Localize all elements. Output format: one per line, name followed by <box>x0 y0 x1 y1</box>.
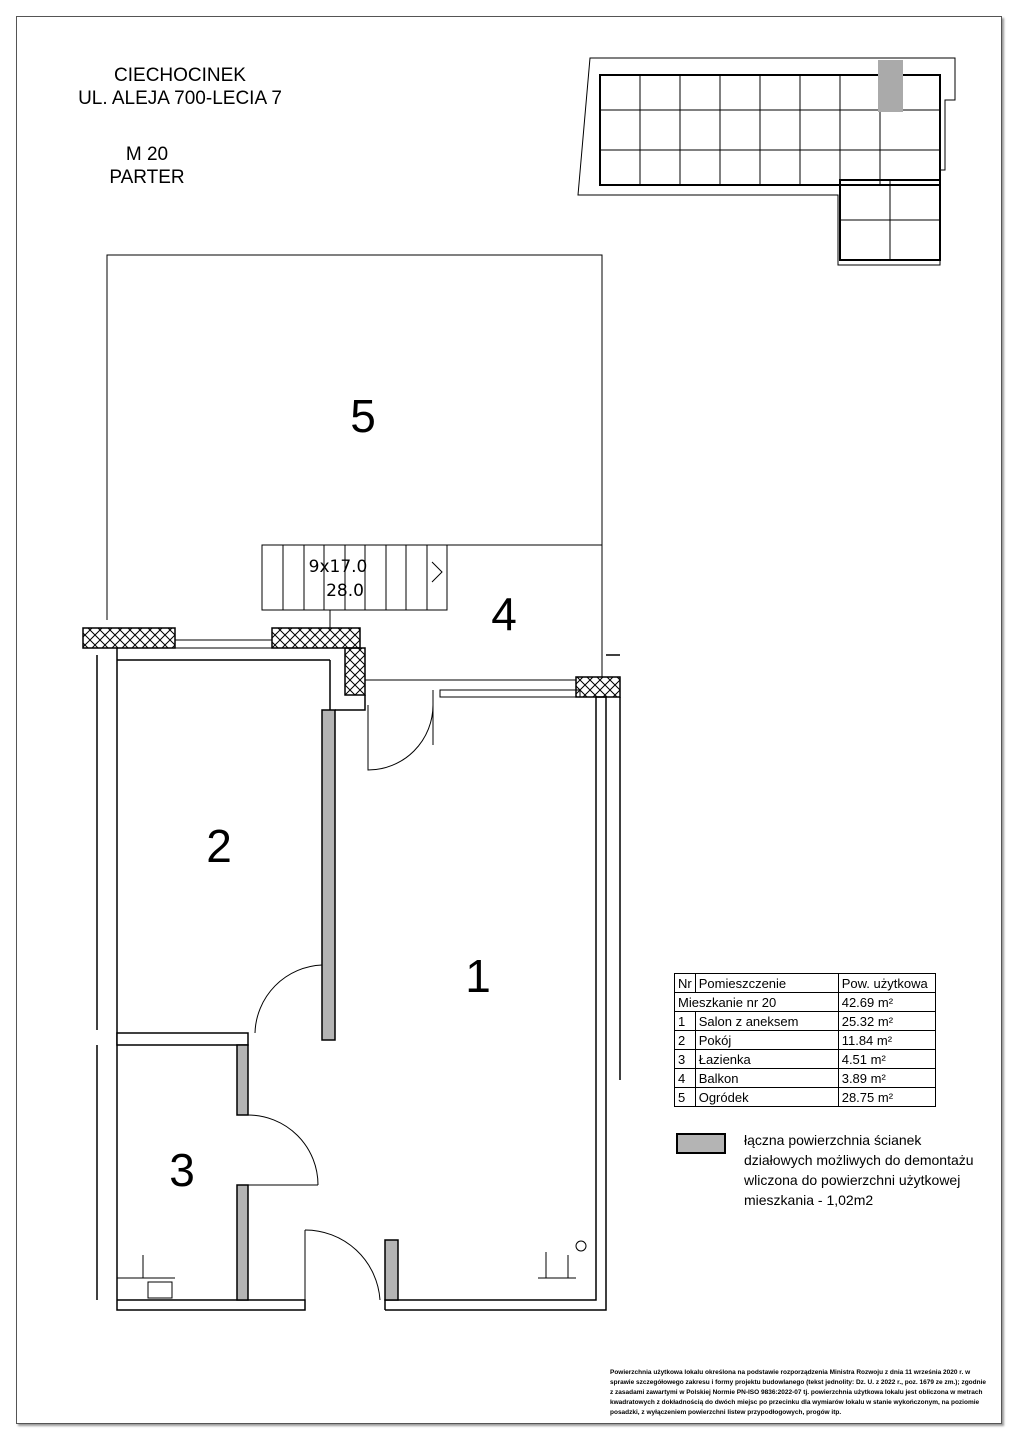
area-table: Nr Pomieszczenie Pow. użytkowa Mieszkani… <box>674 973 936 1107</box>
doors <box>247 690 434 1301</box>
unit-block: M 20 PARTER <box>92 143 202 189</box>
street: UL. ALEJA 700-LECIA 7 <box>78 88 282 109</box>
table-header: Nr Pomieszczenie Pow. użytkowa <box>674 973 936 993</box>
row-name: Pokój <box>694 1030 839 1050</box>
city: CIECHOCINEK <box>114 65 246 86</box>
header-nr: Nr <box>674 973 696 993</box>
footnote: Powierzchnia użytkowa lokalu określona n… <box>610 1369 986 1416</box>
table-total-row: Mieszkanie nr 20 42.69 m² <box>674 992 936 1012</box>
total-area: 42.69 m² <box>837 992 936 1012</box>
row-area: 28.75 m² <box>837 1087 936 1107</box>
row-nr: 4 <box>674 1068 696 1088</box>
page-frame <box>16 16 1002 1424</box>
header-room: Pomieszczenie <box>694 973 839 993</box>
legend-swatch <box>676 1133 726 1154</box>
building-key-plan <box>577 57 956 266</box>
fixtures <box>117 1240 587 1299</box>
row-area: 11.84 m² <box>837 1030 936 1050</box>
stairs-dims: 9x17.0 <box>309 557 368 577</box>
removable-partitions <box>236 709 399 1301</box>
row-area: 25.32 m² <box>837 1011 936 1031</box>
stairs <box>261 544 448 628</box>
legend-text: łączna powierzchnia ścianek działowych m… <box>744 1132 974 1208</box>
row-nr: 3 <box>674 1049 696 1069</box>
structural-walls <box>82 627 621 698</box>
highlighted-unit <box>878 60 903 112</box>
room-2-label: 2 <box>206 820 232 872</box>
row-name: Balkon <box>694 1068 839 1088</box>
row-name: Salon z aneksem <box>694 1011 839 1031</box>
room-3-label: 3 <box>169 1144 195 1196</box>
floor-name: PARTER <box>109 167 185 188</box>
walls <box>96 648 621 1311</box>
header-area: Pow. użytkowa <box>837 973 936 993</box>
total-label: Mieszkanie nr 20 <box>674 992 839 1012</box>
room-5-label: 5 <box>350 390 376 442</box>
garden <box>106 254 603 677</box>
row-name: Ogródek <box>694 1087 839 1107</box>
row-nr: 1 <box>674 1011 696 1031</box>
address-block: CIECHOCINEK UL. ALEJA 700-LECIA 7 <box>60 64 300 110</box>
row-area: 4.51 m² <box>837 1049 936 1069</box>
unit-number: M 20 <box>125 144 169 165</box>
room-1-label: 1 <box>465 950 491 1002</box>
row-name: Łazienka <box>694 1049 839 1069</box>
room-4-label: 4 <box>491 588 517 640</box>
windows <box>174 639 581 698</box>
stairs-depth: 28.0 <box>326 581 364 601</box>
row-nr: 2 <box>674 1030 696 1050</box>
row-nr: 5 <box>674 1087 696 1107</box>
row-area: 3.89 m² <box>837 1068 936 1088</box>
